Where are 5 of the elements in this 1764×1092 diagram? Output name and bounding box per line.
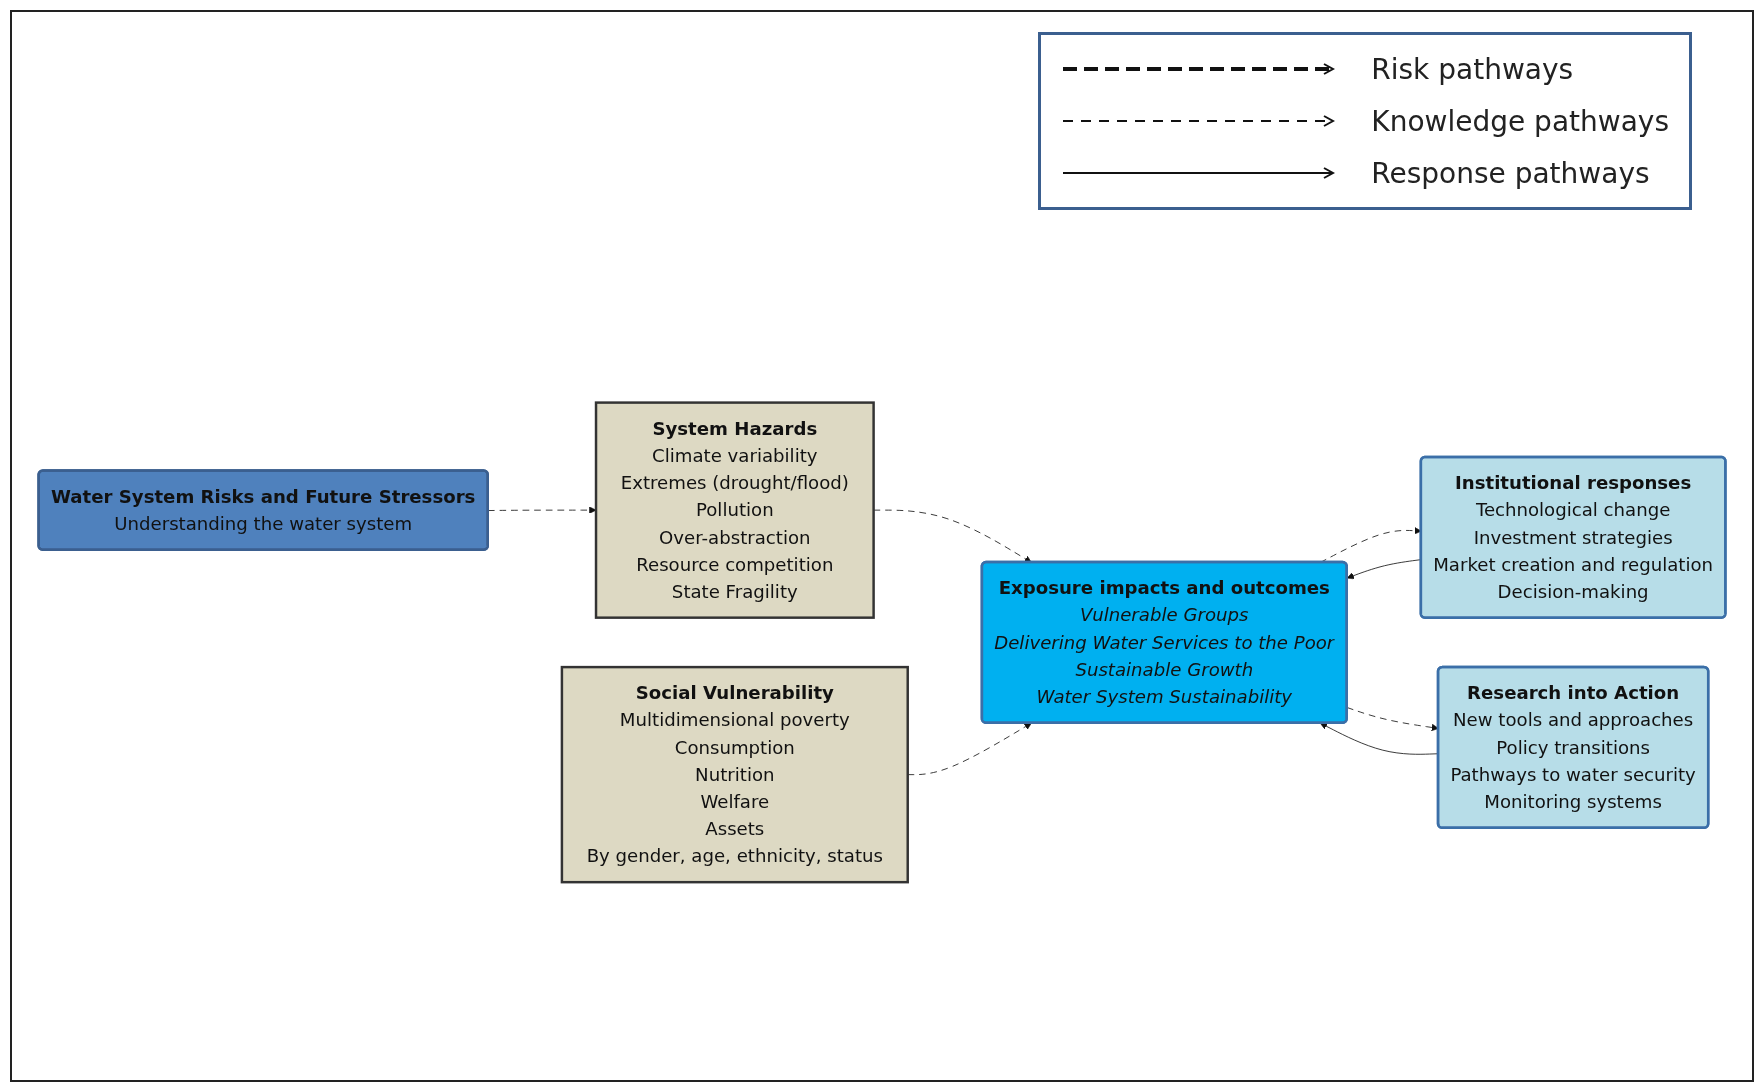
legend-label: Risk pathways [1371,52,1574,86]
node-box: Social Vulnerability Multidimensional poverty Consumption Nutrition Welfare Assets By gender, age, ethnicity, status [560,665,909,883]
legend-label: Response pathways [1371,156,1650,190]
node-box: System Hazards Climate variability Extremes (drought/flood) Pollution Over-abstraction Resource competition State Fragility [594,400,875,619]
legend-label: Knowledge pathways [1371,104,1669,138]
